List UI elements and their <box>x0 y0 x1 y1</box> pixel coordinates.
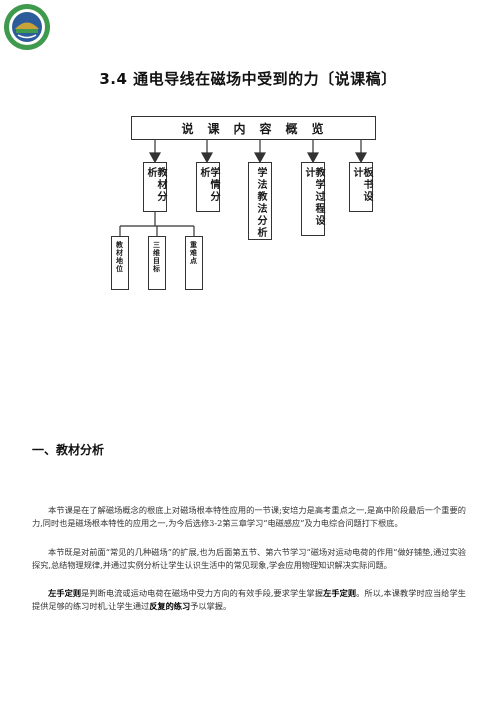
subbox-label: 重难点 <box>189 241 199 265</box>
paragraph-text: 予以掌握。 <box>190 601 232 611</box>
subbox-label: 三维目标 <box>152 241 162 273</box>
paragraph-text: 是判断电流或运动电荷在磁场中受力方向的有效手段,要求学生掌握 <box>81 588 324 598</box>
box-label: 板书设计 <box>351 167 372 203</box>
paragraph-1: 本节课是在了解磁场概念的根底上对磁场根本特性应用的一节课;安培力是高考重点之一,… <box>32 504 466 530</box>
paragraph-3: 左手定则是判断电流或运动电荷在磁场中受力方向的有效手段,要求学生掌握左手定则。所… <box>32 587 466 613</box>
overview-char: 概 <box>285 121 300 136</box>
overview-box: 说 课 内 容 概 览 <box>131 116 376 140</box>
overview-char: 课 <box>207 121 222 136</box>
paragraph-text: 本节课是在了解磁场概念的根底上对磁场根本特性应用的一节课;安培力是高考重点之一,… <box>32 505 466 528</box>
box-board-design: 板书设计 <box>349 162 373 212</box>
box-student-analysis: 学情分析 <box>196 162 220 212</box>
overview-char: 览 <box>311 121 326 136</box>
emphasis-repeated-practice: 反复的练习 <box>149 601 191 611</box>
section-heading: 一、教材分析 <box>32 443 105 457</box>
box-label: 教材分析 <box>145 167 166 203</box>
subbox-key-difficult-points: 重难点 <box>185 236 203 290</box>
overview-char: 容 <box>259 121 274 136</box>
subbox-textbook-position: 教材地位 <box>111 236 129 290</box>
box-label: 教学过程设计 <box>303 167 324 227</box>
overview-char: 内 <box>233 121 248 136</box>
overview-char: 说 <box>181 121 196 136</box>
subbox-three-goals: 三维目标 <box>148 236 166 290</box>
box-textbook-analysis: 教材分析 <box>143 162 167 212</box>
box-method-analysis: 学法教法分析 <box>248 162 272 240</box>
paragraph-text: 。所以,本课教学时应当给学生提供足够的练习时机,让学生通过 <box>32 588 466 611</box>
emphasis-left-hand-rule: 左手定则 <box>48 588 82 598</box>
page-title: 3.4 通电导线在磁场中受到的力〔说课稿〕 <box>99 70 397 88</box>
paragraph-2: 本节既是对前面“常见的几种磁场”的扩展,也为后面第五节、第六节学习“磁场对运动电… <box>32 546 466 572</box>
subbox-label: 教材地位 <box>115 241 125 273</box>
box-teaching-process: 教学过程设计 <box>301 162 325 236</box>
box-label: 学法教法分析 <box>255 167 266 239</box>
box-label: 学情分析 <box>198 167 219 203</box>
school-logo <box>4 4 50 50</box>
emphasis-left-hand-rule: 左手定则 <box>323 588 357 598</box>
paragraph-text: 本节既是对前面“常见的几种磁场”的扩展,也为后面第五节、第六节学习“磁场对运动电… <box>32 547 466 570</box>
